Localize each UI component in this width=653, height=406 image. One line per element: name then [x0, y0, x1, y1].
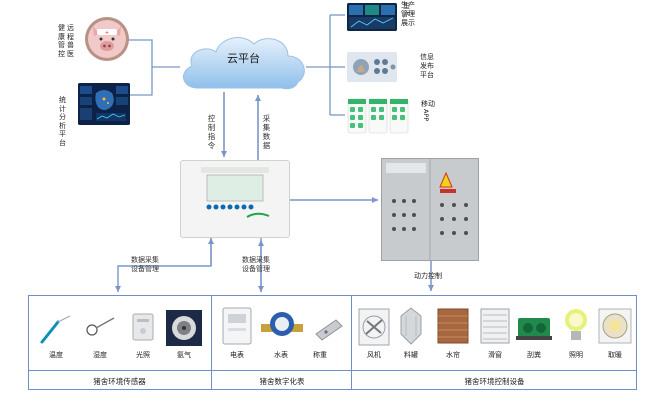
health-label: 健康管控 [58, 24, 65, 58]
ammonia-sensor-icon [166, 310, 202, 346]
collect-data-label: 采集 数据 [262, 114, 271, 150]
water-curtain-icon [437, 308, 469, 344]
power-control-cabinet [381, 158, 479, 261]
weighing-sensor-icon [312, 314, 346, 342]
sensor-label-temperature: 温度 [49, 351, 63, 359]
production-label: 生产 [403, 2, 410, 19]
control-label-manure-scraper: 刮粪 [527, 351, 541, 359]
humidity-sensor-icon [82, 312, 118, 346]
svg-text:+: + [105, 30, 109, 36]
production-label-text: 生产 管理 展示 [401, 1, 415, 27]
production-dashboard-thumbnail [347, 3, 397, 31]
control-command-label: 控制 指令 [207, 114, 216, 150]
analytics-label: 统计分析平台 [59, 96, 66, 147]
control-label-heater: 取暖 [608, 351, 622, 359]
feed-tank-icon [396, 306, 426, 346]
light-sensor-icon [128, 310, 158, 346]
cloud-platform: 云平台 [176, 30, 311, 96]
manure-scraper-icon [514, 308, 554, 344]
power-control-label: 动力控制 [414, 272, 442, 280]
health-label-2: 远程兽医 [67, 24, 74, 58]
sensor-label-humidity: 湿度 [93, 351, 107, 359]
water-meter-icon [259, 308, 305, 344]
sensor-mgmt-label: 数据采集设备管理 [131, 256, 159, 273]
section-footer-line [28, 370, 637, 372]
control-label-sliding-window: 滑窗 [488, 351, 502, 359]
control-label-water-curtain: 水帘 [446, 351, 460, 359]
lighting-icon [561, 306, 591, 346]
mobile-app-label: 移动 APP [421, 100, 435, 122]
environment-controller [180, 160, 290, 238]
sensor-label-light: 光照 [136, 351, 150, 359]
section-divider-1 [211, 295, 213, 390]
info-label: 信息 发布 平台 [420, 53, 434, 79]
control-label-fan: 风机 [367, 351, 381, 359]
mobile-app-thumbnail [347, 98, 409, 134]
meter-label-weighing: 称重 [313, 351, 327, 359]
meter-label-electric: 电表 [230, 351, 244, 359]
cloud-icon [183, 37, 305, 90]
device-section-frame [28, 295, 637, 390]
info-release-thumbnail [347, 52, 397, 82]
analytics-dashboard-thumbnail [78, 83, 130, 125]
section-divider-2 [351, 295, 353, 390]
heater-icon [598, 308, 632, 344]
digital-section-title: 猪舍数字化表 [259, 377, 305, 386]
temperature-sensor-icon [38, 312, 74, 346]
control-label-feed-tank: 料罐 [404, 351, 418, 359]
meter-mgmt-label: 数据采集设备管理 [242, 256, 270, 273]
pig-vet-icon: + [84, 16, 130, 62]
sensor-label-ammonia: 氨气 [177, 351, 191, 359]
control-section-title: 猪舍环境控制设备 [464, 377, 525, 386]
sliding-window-icon [480, 308, 510, 344]
fan-icon [358, 308, 390, 346]
electric-meter-icon [221, 306, 253, 346]
control-label-lighting: 照明 [569, 351, 583, 359]
sensors-section-title: 猪舍环境传感器 [93, 377, 146, 386]
meter-label-water: 水表 [274, 351, 288, 359]
cloud-label: 云平台 [227, 52, 260, 65]
